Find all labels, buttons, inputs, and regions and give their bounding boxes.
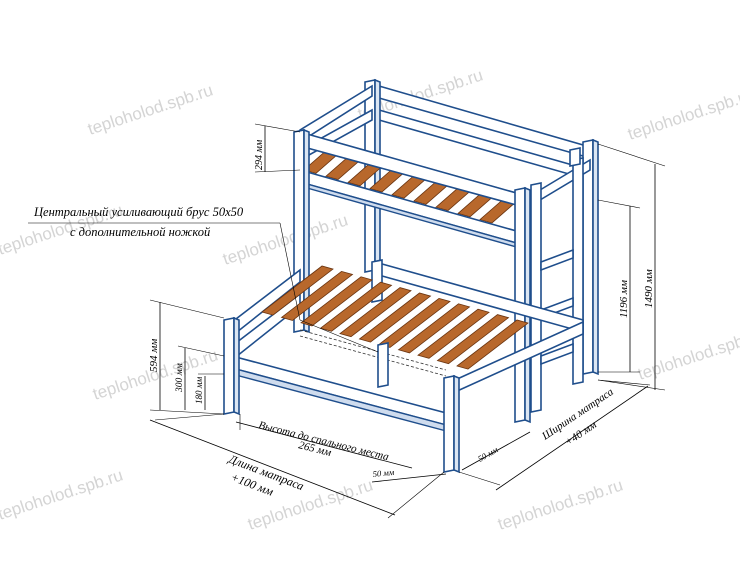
slat	[339, 287, 412, 338]
lower-bunk	[223, 259, 584, 474]
upper-rear-right-post-side	[592, 138, 599, 376]
ext-line	[254, 123, 301, 133]
dim-line-50-right	[461, 431, 531, 471]
ladder-post-left	[530, 182, 542, 413]
lower-front-right-post	[443, 375, 455, 473]
watermark: teploholod.spb.ru	[495, 475, 625, 533]
ext-line	[177, 345, 225, 357]
lower-back-rail	[374, 260, 584, 334]
dim-label-1196: 1196 мм	[618, 280, 630, 318]
dim-label-180: 180 мм	[194, 377, 204, 404]
upper-rear-left-post-side	[374, 78, 381, 274]
slat	[417, 308, 490, 359]
upper-rear-right-post	[582, 139, 594, 375]
ext-line	[597, 143, 666, 167]
ext-line	[149, 299, 225, 319]
ladder-post-cap	[569, 147, 581, 167]
lower-front-rail	[231, 354, 451, 428]
dimensions	[28, 123, 666, 519]
dim-line-width	[495, 385, 649, 491]
slat	[280, 270, 354, 321]
ext-line	[149, 409, 225, 415]
watermark: teploholod.spb.ru	[85, 80, 215, 138]
slat	[397, 303, 471, 354]
ext-line	[597, 379, 666, 391]
watermark: teploholod.spb.ru	[625, 85, 740, 143]
slat	[300, 276, 373, 327]
ext-line	[597, 379, 651, 386]
slat	[456, 319, 529, 370]
ext-line	[154, 413, 225, 421]
slat	[358, 292, 432, 343]
center-support-leg	[377, 342, 389, 388]
dim-label-300: 300 мм	[175, 363, 185, 393]
lower-front-left-post	[223, 317, 235, 415]
callout-leader	[299, 319, 379, 353]
post-width-label-bottom: 50 мм	[372, 467, 395, 479]
watermark: teploholod.spb.ru	[220, 210, 350, 268]
dim-line-50-bottom	[371, 473, 447, 483]
dim-line-265	[235, 421, 413, 469]
center-beam-hidden-line	[299, 335, 447, 377]
post-width-label-right: 50 мм	[476, 444, 500, 464]
ext-line	[458, 471, 501, 486]
slat	[319, 281, 393, 332]
lower-slats	[261, 265, 529, 370]
callout-line-2: с дополнительной ножкой	[70, 225, 211, 239]
lower-front-right-post-side	[453, 374, 460, 474]
ladder-rung	[540, 342, 574, 366]
dim-label-594: 594 мм	[148, 339, 160, 372]
lower-front-left-post-side	[233, 316, 240, 416]
slat	[436, 314, 510, 365]
ext-line	[387, 471, 445, 519]
ladder-post-right	[572, 157, 584, 385]
dim-label-294: 294 мм	[254, 139, 265, 170]
ladder-rung	[540, 248, 574, 272]
slat	[261, 265, 334, 316]
dim-label-1490: 1490 мм	[643, 269, 655, 308]
watermark: teploholod.spb.ru	[635, 325, 740, 383]
callout-leader	[279, 222, 301, 321]
watermark: teploholod.spb.ru	[0, 465, 125, 523]
ext-line	[254, 169, 301, 173]
upper-bunk	[293, 78, 599, 424]
ext-line	[597, 199, 641, 209]
dim-line-length	[149, 419, 396, 516]
callout-line-1: Центральный усиливающий брус 50х50	[33, 205, 244, 219]
